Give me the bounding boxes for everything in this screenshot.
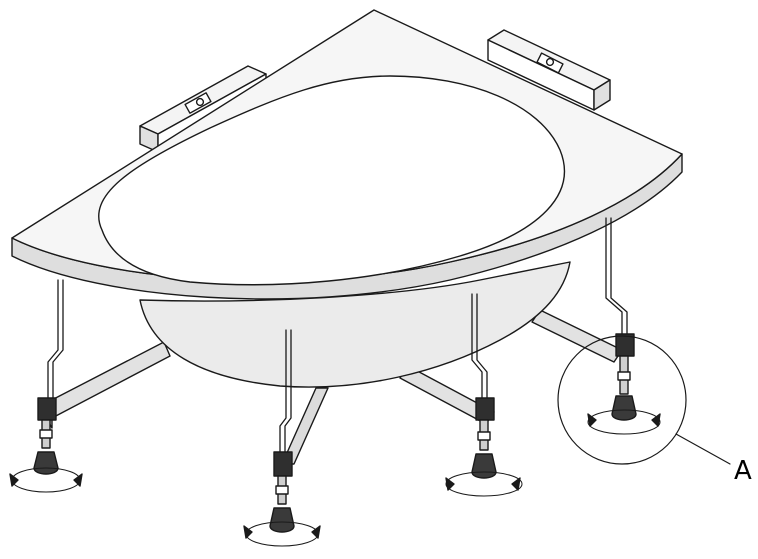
adjustable-foot-4 [587, 333, 661, 435]
adjustable-foot-3 [445, 397, 523, 497]
mounting-bracket-right [487, 29, 611, 111]
callout-leader-line [675, 433, 731, 465]
bathtub [11, 9, 683, 300]
callout-label-a: A [734, 456, 752, 486]
adjustable-foot-1 [9, 397, 83, 493]
detail-circle [557, 335, 687, 465]
support-frame [43, 309, 623, 465]
bathtub-basin [98, 75, 566, 286]
adjustable-foot-2 [243, 451, 321, 547]
support-legs [47, 217, 628, 453]
detail-callout [557, 335, 731, 465]
